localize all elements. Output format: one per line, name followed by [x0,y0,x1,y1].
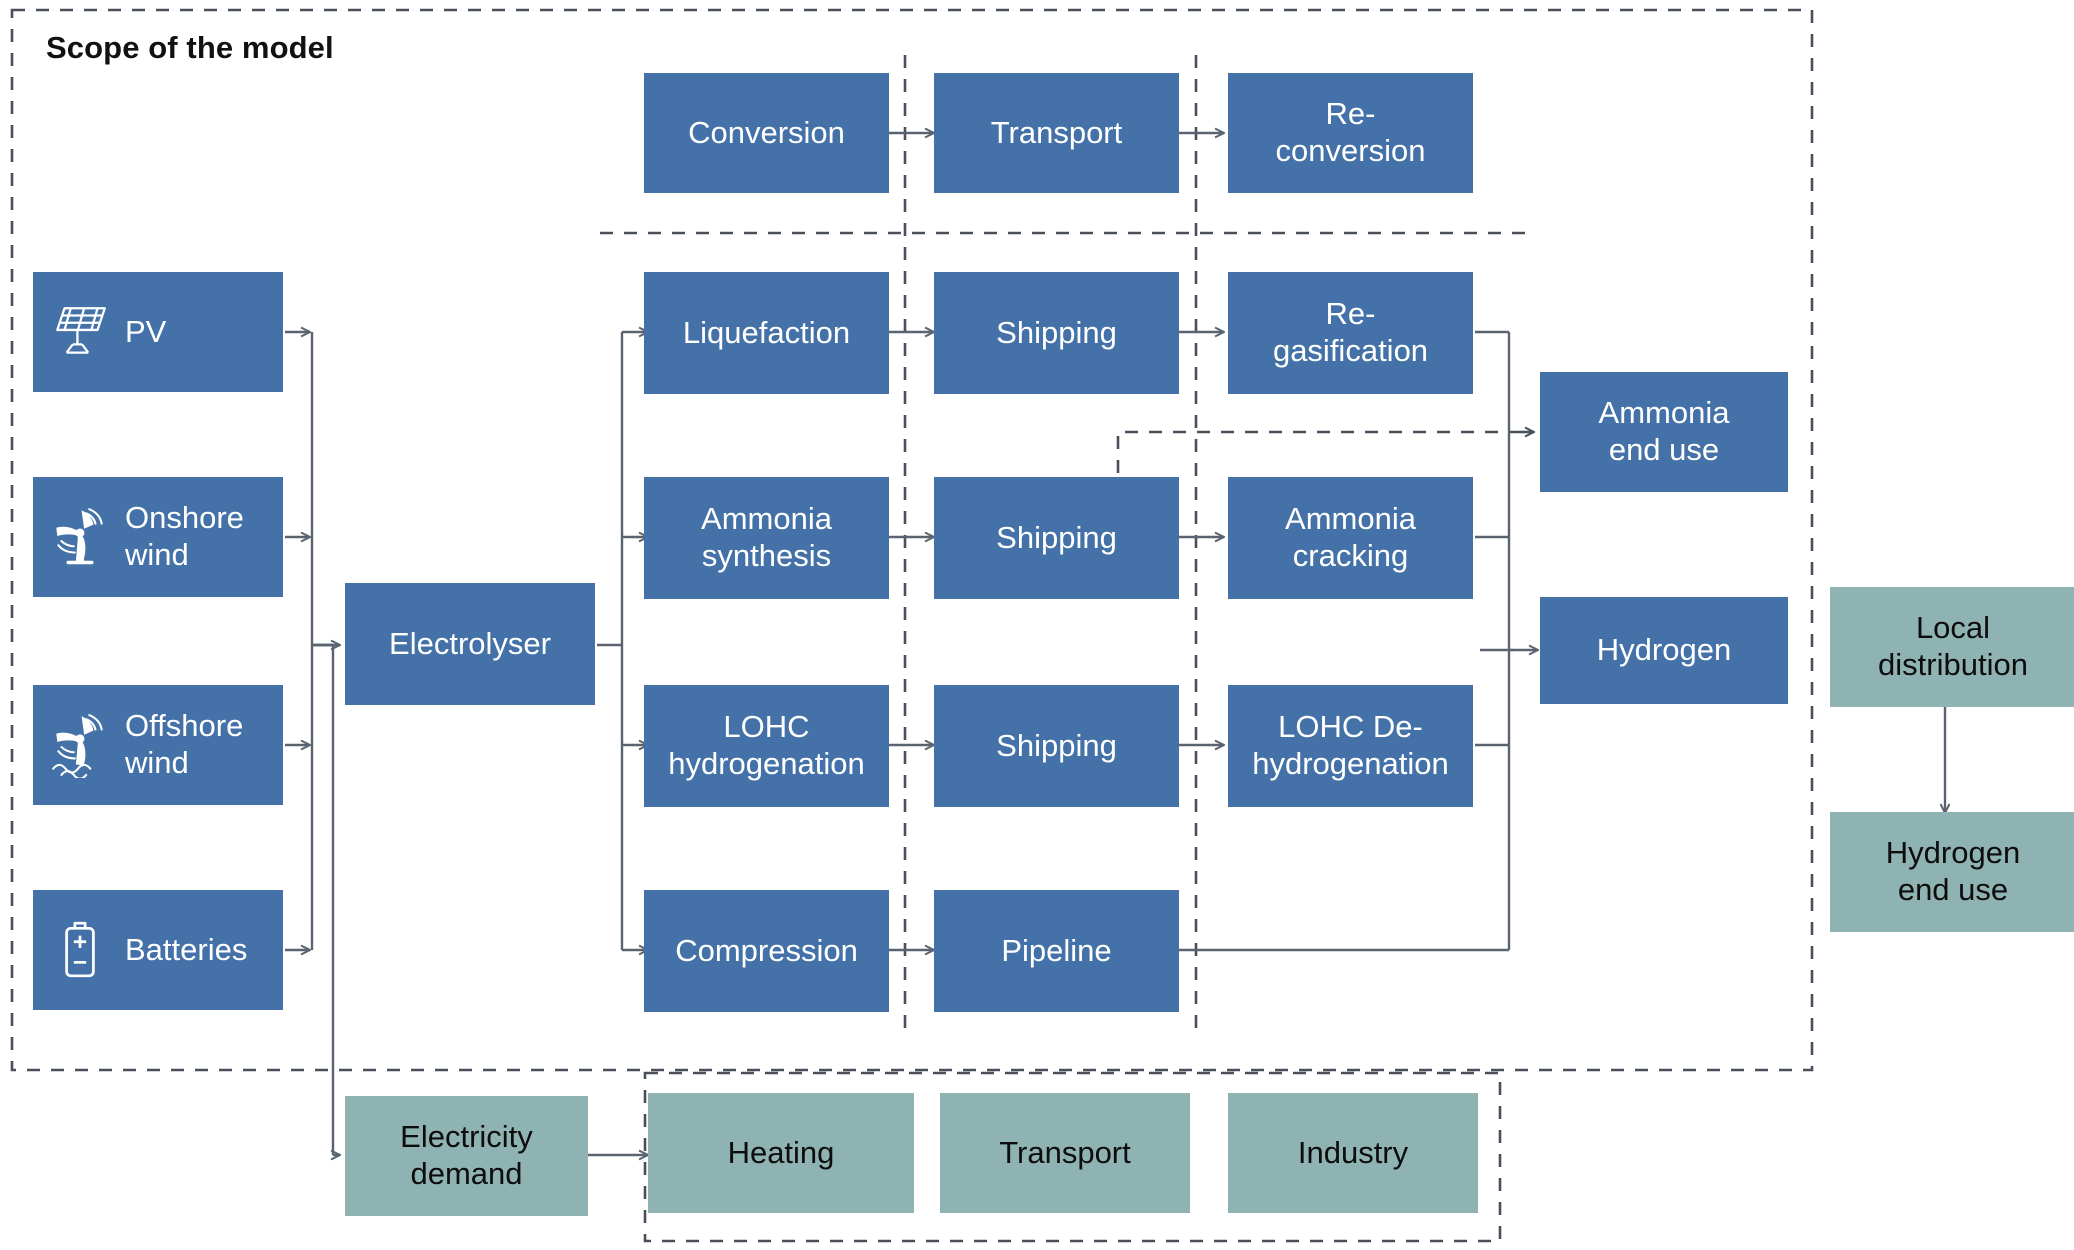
header-reconversion[interactable]: Re- conversion [1228,73,1473,193]
ammonia-bypass-path [1116,432,1534,497]
scope-title: Scope of the model [46,30,334,65]
conversion-compression[interactable]: Compression [644,890,889,1012]
scope-boundary-rect [10,8,1814,1072]
ammonia-end-use-node[interactable]: Ammonia end use [1540,372,1788,492]
battery-icon [65,921,95,978]
electrolyser-node[interactable]: Electrolyser [345,583,595,705]
electricity-enduse-industry[interactable]: Industry [1228,1093,1478,1213]
source-offshore-wind[interactable]: Offshore wind [33,685,283,805]
offshore-wind-turbine-icon [52,714,103,778]
local-distribution-node[interactable]: Local distribution [1830,587,2074,707]
transport-pipeline[interactable]: Pipeline [934,890,1179,1012]
wind-turbine-icon [56,508,103,565]
source-batteries[interactable]: Batteries [33,890,283,1010]
transport-shipping-2[interactable]: Shipping [934,477,1179,599]
electricity-demand-node[interactable]: Electricity demand [345,1096,588,1216]
source-onshore-wind[interactable]: Onshore wind [33,477,283,597]
source-pv[interactable]: PV [33,272,283,392]
reconversion-regasification[interactable]: Re- gasification [1228,272,1473,394]
scope-boundary-group [10,8,1814,1243]
conversion-ammonia-synthesis[interactable]: Ammonia synthesis [644,477,889,599]
solar-panel-icon [56,307,106,354]
electricity-enduse-transport[interactable]: Transport [940,1093,1190,1213]
header-transport[interactable]: Transport [934,73,1179,193]
transport-shipping-1[interactable]: Shipping [934,272,1179,394]
header-conversion[interactable]: Conversion [644,73,889,193]
conversion-lohc-hydrogenation[interactable]: LOHC hydrogenation [644,685,889,807]
transport-shipping-3[interactable]: Shipping [934,685,1179,807]
reconversion-ammonia-cracking[interactable]: Ammonia cracking [1228,477,1473,599]
reconversion-lohc-dehydrogenation[interactable]: LOHC De- hydrogenation [1228,685,1473,807]
hydrogen-node[interactable]: Hydrogen [1540,597,1788,704]
conversion-liquefaction[interactable]: Liquefaction [644,272,889,394]
arrow-group [285,133,1945,1155]
electricity-enduse-heating[interactable]: Heating [648,1093,914,1213]
electricity-enduse-boundary-rect [643,1071,1502,1243]
hydrogen-end-use-node[interactable]: Hydrogen end use [1830,812,2074,932]
